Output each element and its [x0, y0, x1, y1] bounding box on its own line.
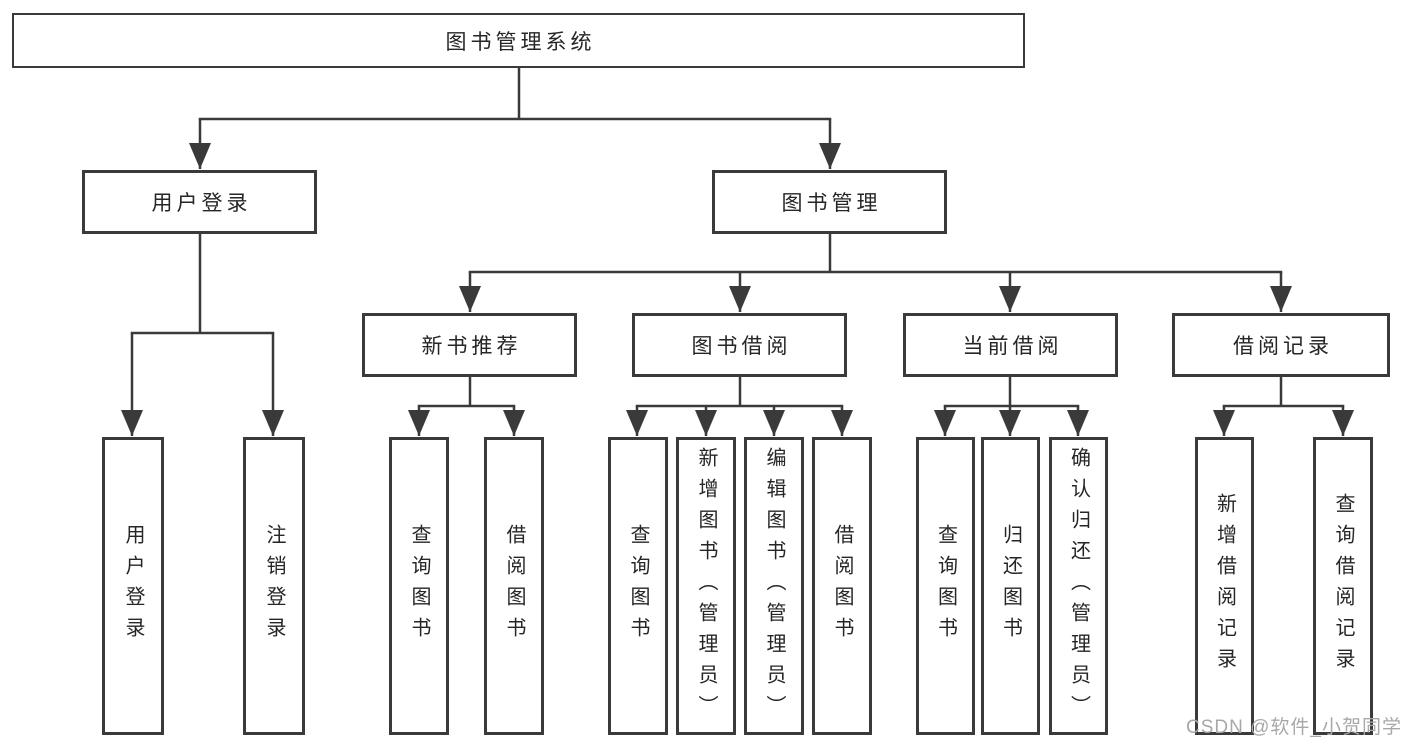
leaf-label: 查询图书	[408, 524, 430, 648]
leaf-label: 新增图书（管理员）	[695, 446, 717, 726]
leaf-label: 编辑图书（管理员）	[763, 446, 785, 726]
node-current-borrowing: 当前借阅	[903, 313, 1118, 377]
leaf-edit-books-admin: 编辑图书（管理员）	[744, 437, 804, 735]
leaf-query-books-borrowing: 查询图书	[608, 437, 668, 735]
node-label: 当前借阅	[962, 335, 1063, 358]
leaf-label: 借阅图书	[503, 524, 525, 648]
node-borrowing-records: 借阅记录	[1172, 313, 1390, 377]
node-book-management: 图书管理	[712, 170, 947, 234]
node-label: 图书管理系统	[445, 30, 596, 54]
node-user-login: 用户登录	[82, 170, 317, 234]
node-label: 图书借阅	[691, 335, 792, 358]
leaf-borrow-books-recommend: 借阅图书	[484, 437, 544, 735]
leaf-confirm-return-admin: 确认归还（管理员）	[1049, 437, 1108, 735]
node-label: 图书管理	[781, 192, 882, 215]
node-new-book-recommendation: 新书推荐	[362, 313, 577, 377]
leaf-label: 用户登录	[122, 524, 144, 648]
leaf-label: 新增借阅记录	[1213, 493, 1236, 679]
node-book-borrowing: 图书借阅	[632, 313, 847, 377]
node-label: 用户登录	[151, 192, 252, 215]
leaf-query-borrow-record: 查询借阅记录	[1313, 437, 1373, 735]
leaf-label: 归还图书	[999, 524, 1022, 648]
leaf-add-borrow-record: 新增借阅记录	[1195, 437, 1254, 735]
leaf-label: 确认归还（管理员）	[1067, 446, 1090, 726]
leaf-label: 查询借阅记录	[1332, 493, 1354, 679]
leaf-query-books-recommend: 查询图书	[389, 437, 449, 735]
leaf-label: 查询图书	[934, 524, 957, 648]
csdn-watermark: CSDN @软件_小贺同学	[1186, 717, 1402, 738]
node-label: 借阅记录	[1233, 335, 1333, 358]
leaf-label: 查询图书	[627, 524, 649, 648]
leaf-label: 借阅图书	[831, 524, 853, 648]
leaf-logout: 注销登录	[243, 437, 305, 735]
leaf-add-books-admin: 新增图书（管理员）	[676, 437, 736, 735]
leaf-borrow-books-borrowing: 借阅图书	[812, 437, 872, 735]
leaf-return-books: 归还图书	[981, 437, 1040, 735]
leaf-label: 注销登录	[263, 524, 285, 648]
leaf-user-login: 用户登录	[102, 437, 164, 735]
leaf-query-books-current: 查询图书	[916, 437, 975, 735]
node-root-library-management-system: 图书管理系统	[12, 13, 1025, 68]
node-label: 新书推荐	[421, 335, 522, 358]
